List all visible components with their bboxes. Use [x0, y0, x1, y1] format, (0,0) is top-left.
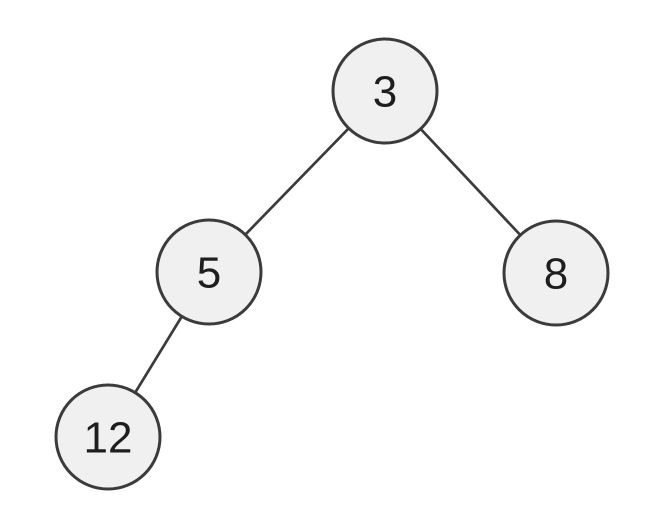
node-circle-3: [331, 37, 439, 145]
tree-node-root: 3: [331, 37, 439, 145]
node-label-3: 3: [373, 67, 397, 116]
tree-node-left-left: 12: [54, 383, 162, 491]
node-label-8: 8: [544, 249, 568, 298]
tree-node-right: 8: [502, 219, 610, 327]
node-circle-8: [502, 219, 610, 327]
node-circle-12: [54, 383, 162, 491]
tree-node-left: 5: [155, 218, 263, 326]
node-label-12: 12: [84, 413, 133, 462]
node-label-5: 5: [197, 248, 221, 297]
node-circle-5: [155, 218, 263, 326]
